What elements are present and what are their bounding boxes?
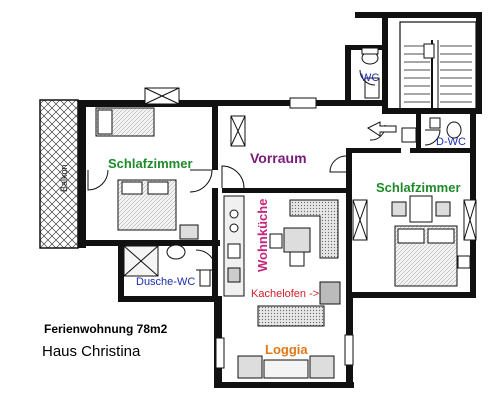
left-bedroom-furniture <box>95 107 199 240</box>
bedroom-left-label: Schlafzimmer <box>108 156 193 171</box>
right-bedroom-furniture <box>391 195 471 287</box>
wohnkueche-label: Wohnküche <box>255 198 270 272</box>
loggia-label: Loggia <box>265 342 308 357</box>
staircase <box>399 21 477 111</box>
vorraum-label: Vorraum <box>250 150 307 166</box>
balcony-label: Balkon <box>59 164 69 192</box>
wc-label: WC <box>361 72 380 84</box>
shower-furniture <box>123 244 211 287</box>
kitchen-counter <box>223 195 245 297</box>
loggia-furniture <box>237 305 335 379</box>
balcony <box>39 99 79 249</box>
windows <box>144 77 477 369</box>
living-furniture <box>269 199 341 305</box>
dwc-label: D-WC <box>436 136 466 148</box>
kachelofen-label: Kachelofen -> <box>251 288 320 300</box>
caption-size: Ferienwohnung 78m2 <box>44 322 168 336</box>
bedroom-right-label: Schlafzimmer <box>376 180 461 195</box>
dusche-wc-label: Dusche-WC <box>136 276 196 288</box>
caption-name: Haus Christina <box>42 343 141 360</box>
wc-fixtures <box>361 47 462 139</box>
doors <box>87 69 441 271</box>
